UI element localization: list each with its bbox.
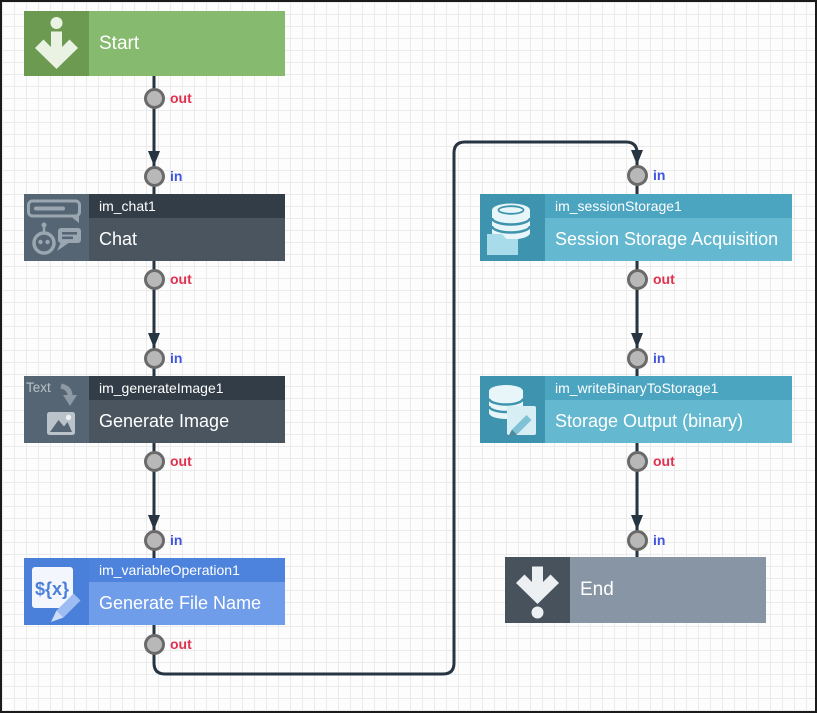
port-end-in-label: in [653,532,666,548]
node-session-storage-id: im_sessionStorage1 [545,194,792,218]
node-session-storage[interactable]: im_sessionStorage1 Session Storage Acqui… [480,194,792,261]
node-write-binary-to-storage[interactable]: im_writeBinaryToStorage1 Storage Output … [480,376,792,443]
start-arrow-icon [24,11,89,76]
database-write-icon [480,376,545,443]
port-chat-in[interactable] [144,166,165,187]
node-chat-id: im_chat1 [89,194,285,218]
node-variable-operation-label: Generate File Name [89,582,285,625]
port-generate-image-out[interactable] [144,451,165,472]
node-write-binary-label: Storage Output (binary) [545,400,792,443]
port-variable-operation-out[interactable] [144,634,165,655]
node-chat[interactable]: im_chat1 Chat [24,194,285,261]
port-generate-image-in-label: in [170,350,183,366]
port-write-binary-out[interactable] [627,451,648,472]
node-variable-operation[interactable]: ${x} im_variableOperation1 Generate File… [24,558,285,625]
port-chat-out[interactable] [144,269,165,290]
port-variable-operation-in[interactable] [144,530,165,551]
node-session-storage-label: Session Storage Acquisition [545,218,792,261]
port-start-out[interactable] [144,88,165,109]
port-variable-operation-out-label: out [170,636,192,652]
node-generate-image[interactable]: Text im_generateImage1 Generate Image [24,376,285,443]
chat-robot-icon [24,194,89,261]
node-start[interactable]: Start [24,11,285,76]
port-generate-image-out-label: out [170,453,192,469]
port-variable-operation-in-label: in [170,532,183,548]
node-chat-label: Chat [89,218,285,261]
node-start-label: Start [89,11,285,76]
port-write-binary-in[interactable] [627,348,648,369]
node-generate-image-id: im_generateImage1 [89,376,285,400]
text-to-image-icon: Text [24,376,89,443]
port-end-in[interactable] [627,530,648,551]
node-end[interactable]: End [505,557,766,623]
connector-variable-operation-to-session-storage[interactable] [152,140,643,676]
port-chat-in-label: in [170,168,183,184]
node-end-label: End [570,557,766,623]
end-arrow-icon [505,557,570,623]
port-write-binary-out-label: out [653,453,675,469]
variable-expression-icon: ${x} [24,558,89,625]
icon-text-label: Text [26,380,51,395]
node-variable-operation-id: im_variableOperation1 [89,558,285,582]
port-session-storage-out-label: out [653,271,675,287]
port-session-storage-in-label: in [653,167,666,183]
icon-variable-expression: ${x} [35,579,69,599]
node-generate-image-label: Generate Image [89,400,285,443]
port-generate-image-in[interactable] [144,348,165,369]
port-session-storage-in[interactable] [627,165,648,186]
node-write-binary-id: im_writeBinaryToStorage1 [545,376,792,400]
database-folder-icon [480,194,545,261]
port-start-out-label: out [170,90,192,106]
port-session-storage-out[interactable] [627,269,648,290]
port-chat-out-label: out [170,271,192,287]
port-write-binary-in-label: in [653,350,666,366]
